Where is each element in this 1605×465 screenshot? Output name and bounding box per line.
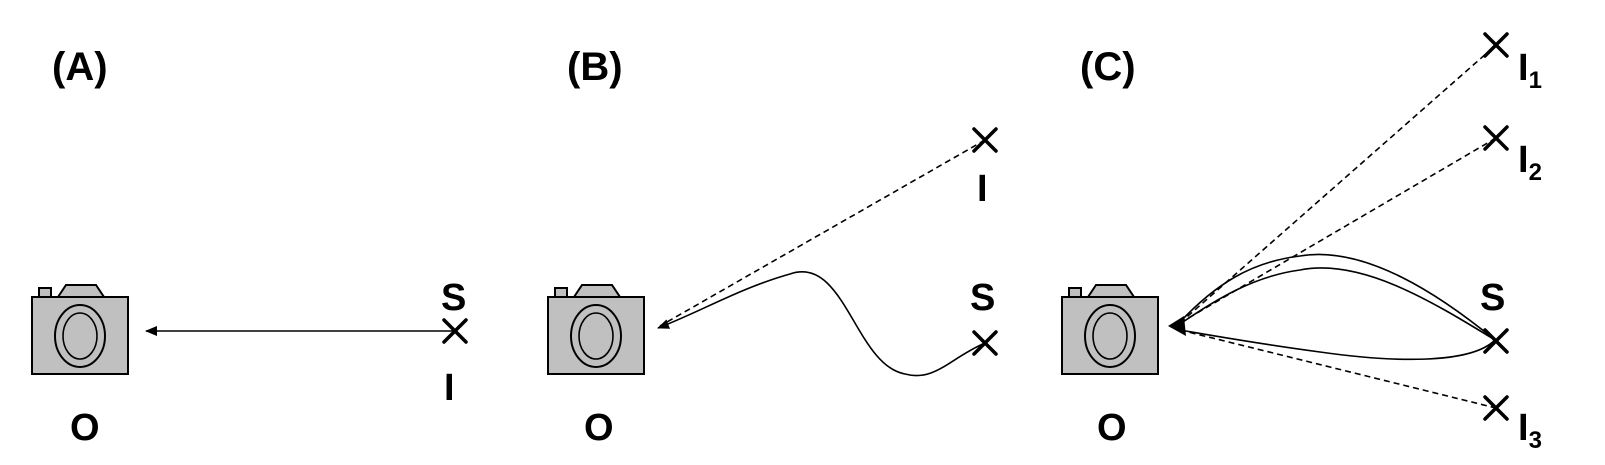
apparent-ray-1 (1179, 44, 1497, 324)
apparent-ray (659, 139, 986, 327)
observer-label: O (70, 407, 100, 449)
image-label: I (977, 168, 988, 210)
source-label: S (970, 277, 995, 319)
observer-label: O (1097, 407, 1127, 449)
panel-a: (A) O S I (31, 45, 468, 449)
panel-c-label: (C) (1080, 45, 1136, 89)
camera-icon (547, 284, 645, 375)
source-label: S (1480, 277, 1505, 319)
cross-marker-icon (972, 127, 998, 153)
apparent-ray-3 (1179, 329, 1497, 409)
bent-light-path (657, 271, 986, 377)
camera-icon (1061, 284, 1159, 375)
panel-c: (C) O I1 I2 S (1061, 32, 1542, 454)
camera-icon (31, 284, 129, 375)
cross-marker-icon (1483, 125, 1509, 151)
image-1-label: I1 (1518, 47, 1542, 94)
panel-b: (B) O I S (547, 45, 998, 449)
image-3-label: I3 (1518, 407, 1542, 454)
cross-marker-icon (1483, 32, 1509, 58)
panel-b-label: (B) (567, 45, 623, 89)
bent-light-path-1 (1179, 253, 1496, 341)
image-label: I (444, 367, 455, 409)
cross-marker-icon (1483, 395, 1509, 421)
cross-marker-icon (1483, 328, 1509, 354)
observer-label: O (584, 407, 614, 449)
cross-marker-icon (442, 318, 468, 344)
bent-light-path-2 (1179, 267, 1496, 341)
cross-marker-icon (972, 330, 998, 356)
source-label: S (441, 277, 466, 319)
panel-a-label: (A) (52, 45, 108, 89)
bent-light-path-3 (1179, 329, 1496, 361)
image-2-label: I2 (1518, 139, 1542, 186)
